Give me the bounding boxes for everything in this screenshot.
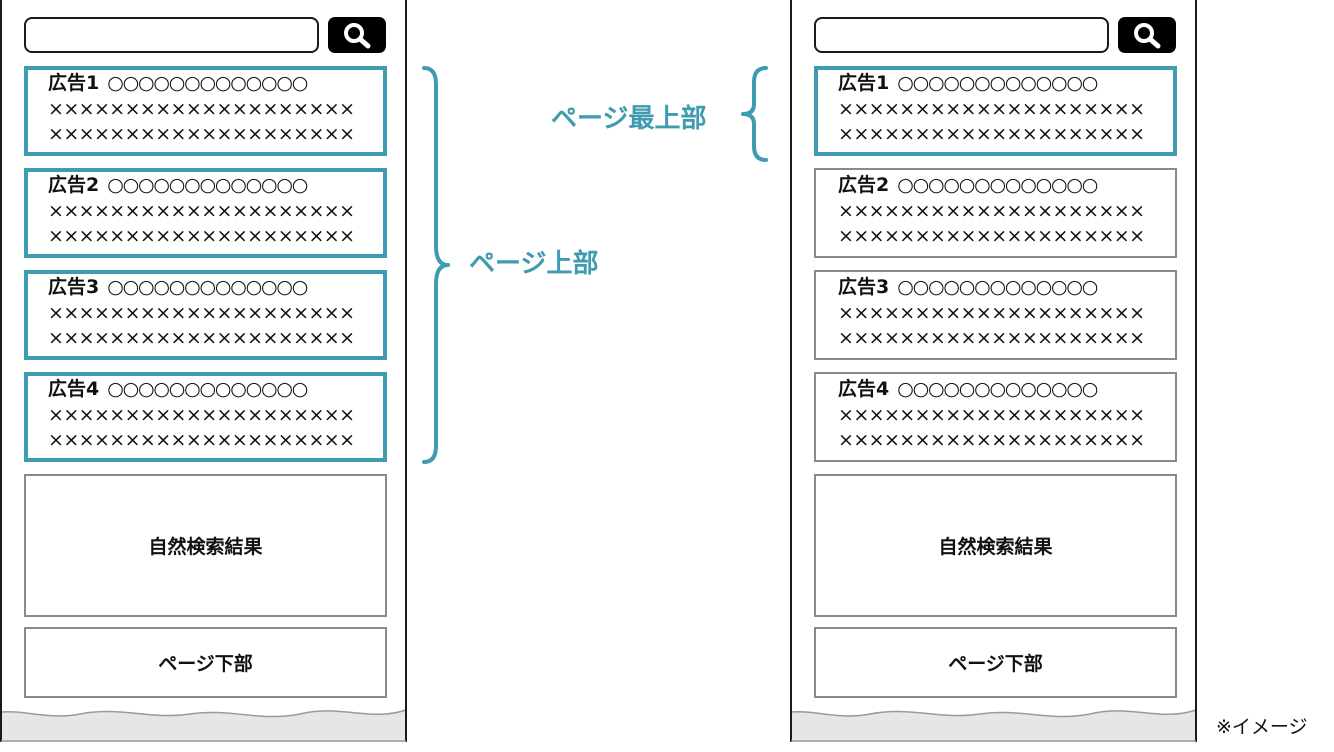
ad-text-line: ×××××××××××××××××××× [838,97,1145,120]
ad-text-line: ×××××××××××××××××××× [48,327,355,349]
ad-item[interactable]: 広告1 ○○○○○○○○○○○○○ ×××××××××××××××××××× ××… [814,66,1177,156]
ad-text-line: ×××××××××××××××××××× [838,301,1145,324]
ad-text-line: ×××××××××××××××××××× [838,199,1145,222]
brace-page-topmost [741,66,768,162]
ad-label: 広告4 [838,378,890,400]
ad-title-placeholder: ○○○○○○○○○○○○○ [107,174,308,196]
ad-text-line: ×××××××××××××××××××× [48,429,355,451]
ad-item[interactable]: 広告2 ○○○○○○○○○○○○○ ×××××××××××××××××××× ××… [814,168,1177,258]
page-top-label: ページ上部 [469,249,599,279]
ad-title-placeholder: ○○○○○○○○○○○○○ [107,72,308,94]
ad-text-line: ×××××××××××××××××××× [838,327,1145,349]
search-button[interactable] [328,17,386,53]
ad-item[interactable]: 広告4 ○○○○○○○○○○○○○ ×××××××××××××××××××× ××… [24,372,387,462]
ad-text-line: ×××××××××××××××××××× [48,225,355,247]
ad-item[interactable]: 広告2 ○○○○○○○○○○○○○ ×××××××××××××××××××× ××… [24,168,387,258]
ad-item[interactable]: 広告3 ○○○○○○○○○○○○○ ×××××××××××××××××××× ××… [814,270,1177,360]
ad-label: 広告2 [838,174,890,196]
brace-page-top [422,66,450,464]
search-icon [344,23,371,49]
ad-text-line: ×××××××××××××××××××× [838,403,1145,426]
ad-title-placeholder: ○○○○○○○○○○○○○ [107,378,308,400]
ad-text-line: ×××××××××××××××××××× [48,97,355,120]
ad-title-placeholder: ○○○○○○○○○○○○○ [107,276,308,298]
organic-results-label: 自然検索結果 [148,536,263,558]
page-topmost-label: ページ最上部 [551,104,707,134]
ad-label: 広告1 [48,72,100,94]
ad-title-placeholder: ○○○○○○○○○○○○○ [897,276,1098,298]
phone-mockup-left: 広告1 ○○○○○○○○○○○○○ ×××××××××××××××××××× ××… [0,0,407,712]
ad-text-line: ×××××××××××××××××××× [838,123,1145,145]
torn-edge-left [0,708,407,742]
organic-results-box: 自然検索結果 [814,474,1177,617]
ad-text-line: ×××××××××××××××××××× [838,225,1145,247]
search-button[interactable] [1118,17,1176,53]
organic-results-label: 自然検索結果 [938,536,1053,558]
image-note: ※イメージ [1216,716,1308,738]
ad-item[interactable]: 広告1 ○○○○○○○○○○○○○ ×××××××××××××××××××× ××… [24,66,387,156]
page-bottom-box: ページ下部 [24,627,387,698]
ad-text-line: ×××××××××××××××××××× [48,199,355,222]
search-icon [1134,23,1161,49]
torn-edge-right [790,708,1197,742]
ad-text-line: ×××××××××××××××××××× [838,429,1145,451]
ad-item[interactable]: 広告4 ○○○○○○○○○○○○○ ×××××××××××××××××××× ××… [814,372,1177,462]
ad-label: 広告3 [48,276,100,298]
ad-label: 広告4 [48,378,100,400]
page-bottom-label: ページ下部 [948,653,1043,675]
phone-mockup-right: 広告1 ○○○○○○○○○○○○○ ×××××××××××××××××××× ××… [790,0,1197,712]
ad-label: 広告1 [838,72,890,94]
ad-text-line: ×××××××××××××××××××× [48,403,355,426]
page-bottom-label: ページ下部 [158,653,253,675]
ad-text-line: ×××××××××××××××××××× [48,123,355,145]
ad-title-placeholder: ○○○○○○○○○○○○○ [897,72,1098,94]
ad-text-line: ×××××××××××××××××××× [48,301,355,324]
ad-item[interactable]: 広告3 ○○○○○○○○○○○○○ ×××××××××××××××××××× ××… [24,270,387,360]
page-bottom-box: ページ下部 [814,627,1177,698]
search-input[interactable] [814,17,1109,53]
organic-results-box: 自然検索結果 [24,474,387,617]
ad-label: 広告3 [838,276,890,298]
ad-title-placeholder: ○○○○○○○○○○○○○ [897,378,1098,400]
search-input[interactable] [24,17,319,53]
ad-title-placeholder: ○○○○○○○○○○○○○ [897,174,1098,196]
ad-label: 広告2 [48,174,100,196]
